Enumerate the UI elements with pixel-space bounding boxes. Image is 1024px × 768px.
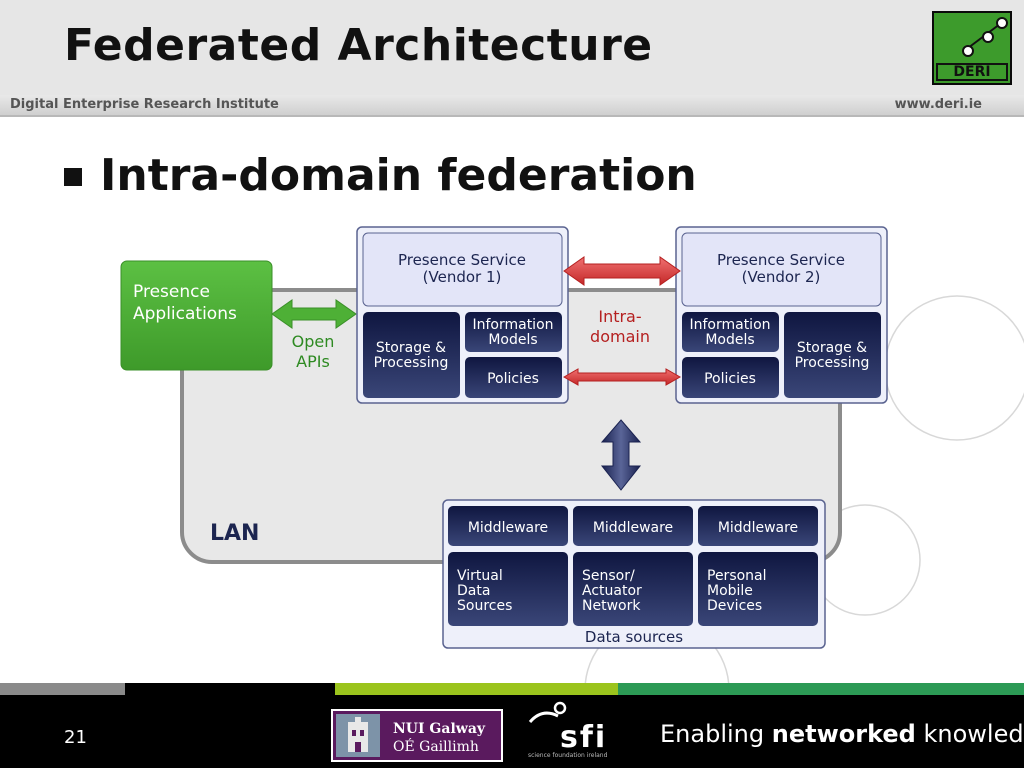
- tagline: Enabling networked knowledge.: [660, 720, 1024, 748]
- virtual-data-sources-line3: Sources: [457, 598, 512, 614]
- intra-domain-arrows: Intra- domain: [562, 256, 682, 386]
- nui-galway-text: NUI Galway: [393, 721, 486, 737]
- vendor1-group: Presence Service (Vendor 1) Storage & Pr…: [356, 226, 569, 404]
- policies-2: Policies: [704, 371, 756, 387]
- sfi-subtitle: science foundation ireland: [528, 752, 608, 759]
- data-sources-group: Middleware Middleware Middleware Virtual…: [442, 499, 826, 649]
- sfi-swoosh-icon: [528, 701, 567, 724]
- sensor-network-line1: Sensor/: [582, 568, 635, 584]
- bullet-heading: Intra-domain federation: [100, 150, 697, 201]
- page-number: 21: [64, 727, 87, 748]
- storage-processing-1-line2: Processing: [374, 355, 449, 371]
- storage-processing-1-line1: Storage &: [376, 340, 446, 356]
- personal-devices-line3: Devices: [707, 598, 762, 614]
- tagline-pre: Enabling: [660, 720, 772, 748]
- storage-processing-2-line2: Processing: [795, 355, 870, 371]
- nui-gaillimh-text: OÉ Gaillimh: [393, 739, 479, 755]
- footer-strip-gray: [0, 683, 125, 695]
- virtual-data-sources-line1: Virtual: [457, 568, 503, 584]
- intra-domain-line1: Intra-: [598, 307, 641, 326]
- virtual-data-sources-line2: Data: [457, 583, 490, 599]
- nui-crest-icon: [336, 714, 380, 757]
- website-link[interactable]: www.deri.ie: [894, 97, 982, 112]
- vendor1-line2: (Vendor 1): [423, 268, 502, 286]
- info-models-1-line2: Models: [488, 332, 537, 348]
- tagline-bold: networked: [771, 720, 916, 748]
- slide-footer: [0, 695, 1024, 768]
- presence-apps-line1: Presence: [133, 282, 210, 302]
- open-apis-arrow: Open APIs: [271, 299, 357, 371]
- footer-strip-black: [125, 683, 335, 695]
- nui-galway-logo: NUI Galway OÉ Gaillimh: [331, 709, 503, 762]
- institute-bar: Digital Enterprise Research Institute ww…: [0, 95, 1024, 117]
- open-apis-line1: Open: [292, 332, 335, 351]
- presence-applications-box: Presence Applications: [120, 260, 273, 371]
- deri-logo-text: DERI: [936, 63, 1008, 81]
- footer-strip-green: [618, 683, 1024, 695]
- vendor2-group: Presence Service (Vendor 2) Information …: [675, 226, 888, 404]
- tagline-post: knowledge.: [923, 720, 1024, 748]
- personal-devices-line2: Mobile: [707, 583, 753, 599]
- slide-title: Federated Architecture: [64, 20, 653, 71]
- info-models-1-line1: Information: [472, 317, 553, 333]
- open-apis-line2: APIs: [296, 352, 330, 371]
- intra-domain-line2: domain: [590, 327, 650, 346]
- data-sources-label: Data sources: [585, 628, 683, 646]
- lan-label: LAN: [210, 521, 259, 546]
- deri-logo-icon: [962, 17, 1008, 57]
- sensor-network-line3: Network: [582, 598, 641, 614]
- bullet-marker: [64, 168, 82, 186]
- policies-1: Policies: [487, 371, 539, 387]
- footer-strip-lime: [335, 683, 618, 695]
- institute-name: Digital Enterprise Research Institute: [10, 97, 279, 112]
- slide-header: Federated Architecture DERI: [0, 0, 1024, 95]
- vendor2-line2: (Vendor 2): [742, 268, 821, 286]
- middleware-3: Middleware: [718, 520, 798, 536]
- vendor1-line1: Presence Service: [398, 251, 526, 269]
- middleware-2: Middleware: [593, 520, 673, 536]
- vertical-double-arrow: [600, 419, 642, 491]
- deri-logo: DERI: [932, 11, 1012, 85]
- personal-devices-line1: Personal: [707, 568, 767, 584]
- info-models-2-line2: Models: [705, 332, 754, 348]
- info-models-2-line1: Information: [689, 317, 770, 333]
- middleware-1: Middleware: [468, 520, 548, 536]
- building-icon: [348, 717, 368, 752]
- sfi-logo-text: sfi: [560, 720, 608, 755]
- sensor-network-line2: Actuator: [582, 583, 642, 599]
- presence-apps-line2: Applications: [133, 304, 237, 324]
- storage-processing-2-line1: Storage &: [797, 340, 867, 356]
- vendor2-line1: Presence Service: [717, 251, 845, 269]
